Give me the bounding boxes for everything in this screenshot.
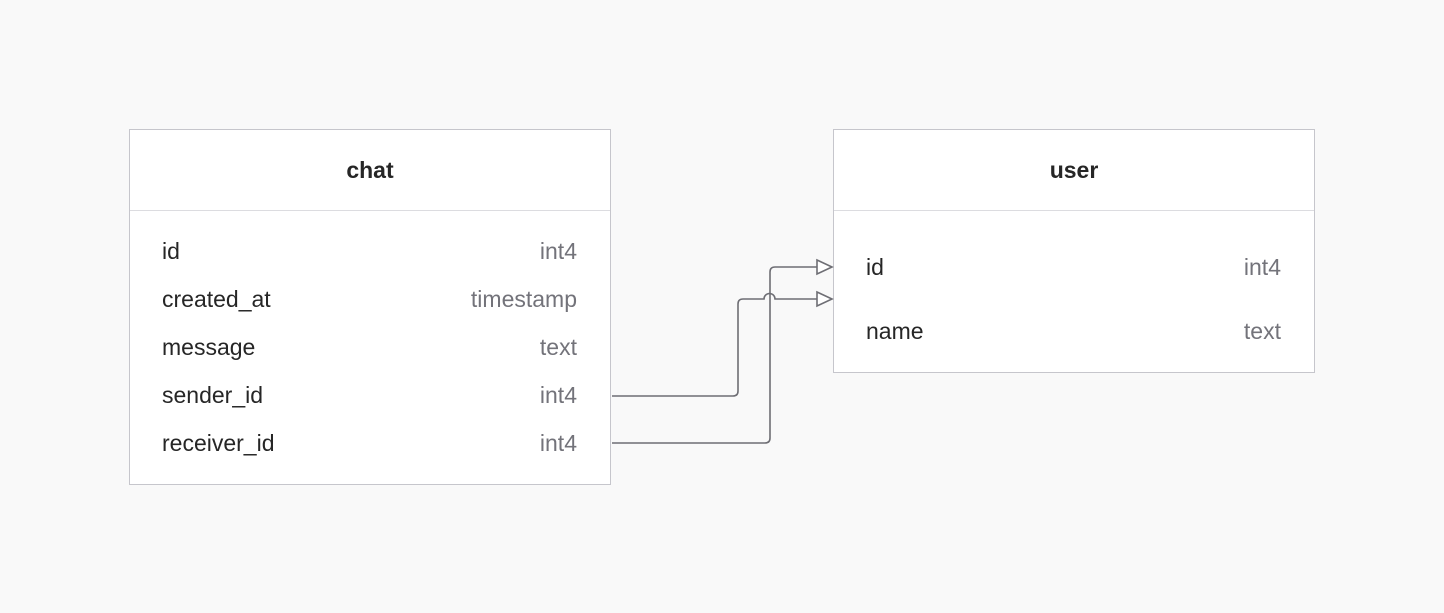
column-name: message (162, 333, 256, 360)
table-user[interactable]: user id int4 name text (833, 129, 1315, 373)
column-type: int4 (539, 237, 577, 264)
column-name: receiver_id (162, 429, 275, 456)
column-type: text (539, 333, 577, 360)
column-type: int4 (539, 429, 577, 456)
column-name: created_at (162, 285, 271, 312)
table-user-title: user (1049, 156, 1099, 183)
column-name: name (866, 317, 924, 344)
relation-line-receiver-id[interactable] (612, 266, 817, 444)
column-type: timestamp (470, 285, 577, 312)
column-type: int4 (539, 381, 577, 408)
column-name: id (162, 237, 180, 264)
relation-line-sender-id[interactable] (612, 292, 817, 397)
arrow-head-icon (816, 290, 834, 308)
table-chat-header: chat (130, 130, 610, 211)
column-row-name[interactable]: name text (866, 316, 1281, 346)
table-chat-title: chat (346, 156, 394, 183)
column-name: sender_id (162, 381, 264, 408)
column-row-created-at[interactable]: created_at timestamp (162, 284, 577, 314)
column-row-message[interactable]: message text (162, 332, 577, 362)
arrow-head-icon (816, 258, 834, 276)
column-name: id (866, 253, 884, 280)
column-type: text (1243, 317, 1281, 344)
column-type: int4 (1243, 253, 1281, 280)
column-row-receiver-id[interactable]: receiver_id int4 (162, 428, 577, 458)
column-row-id[interactable]: id int4 (866, 252, 1281, 282)
column-row-id[interactable]: id int4 (162, 236, 577, 266)
column-row-sender-id[interactable]: sender_id int4 (162, 380, 577, 410)
table-user-header: user (834, 130, 1314, 211)
table-chat[interactable]: chat id int4 created_at timestamp messag… (129, 129, 611, 485)
